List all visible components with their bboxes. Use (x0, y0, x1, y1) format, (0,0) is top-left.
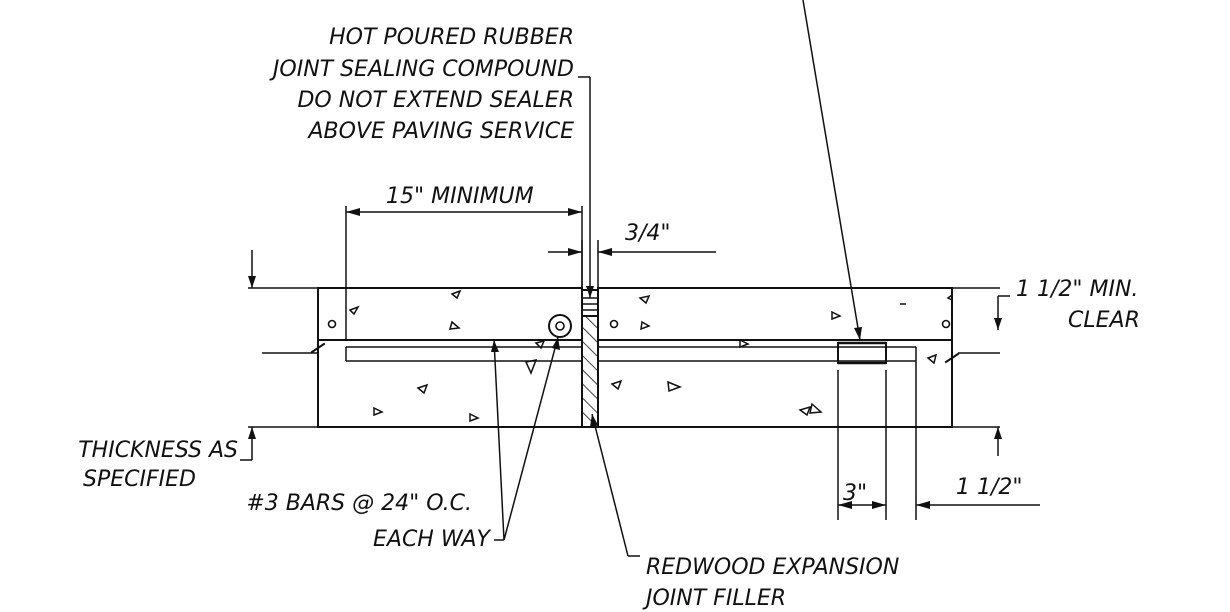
dim-15-minimum (345, 206, 583, 340)
label-min-clear: 1 1/2" MIN. CLEAR (1016, 277, 1140, 333)
dim-three-inch (837, 370, 887, 520)
leader-bars (491, 336, 560, 541)
aggregate-marks (348, 289, 953, 423)
label-sealing-compound: HOT POURED RUBBER JOINT SEALING COMPOUND… (269, 25, 574, 144)
label-line: JOINT SEALING COMPOUND (269, 57, 574, 82)
leader-redwood (590, 413, 640, 557)
label-one-half: 1 1/2" (956, 475, 1023, 500)
label-line: JOINT FILLER (642, 586, 786, 611)
label-line: ABOVE PAVING SERVICE (306, 119, 574, 144)
label-line: REDWOOD EXPANSION (646, 555, 899, 580)
label-line: SPECIFIED (83, 467, 196, 492)
leader-dowel-sleeve (802, 0, 862, 341)
dim-one-half (915, 370, 1040, 520)
label-line: DO NOT EXTEND SEALER (297, 88, 574, 113)
slab-outline (248, 287, 1000, 428)
label-line: THICKNESS AS (78, 438, 238, 463)
label-three-quarter: 3/4" (625, 221, 671, 246)
dim-min-clear (952, 287, 1010, 456)
label-bars: #3 BARS @ 24" O.C. EACH WAY (246, 491, 491, 552)
label-redwood: REDWOOD EXPANSION JOINT FILLER (642, 555, 899, 611)
label-line: #3 BARS @ 24" O.C. (246, 491, 472, 516)
label-line: 1 1/2" MIN. (1016, 277, 1138, 302)
dim-three-quarter (548, 240, 716, 288)
label-15-minimum: 15" MINIMUM (386, 184, 534, 209)
label-line: HOT POURED RUBBER (329, 25, 574, 50)
label-line: EACH WAY (373, 527, 492, 552)
label-three-inch: 3" (843, 481, 867, 506)
label-line: CLEAR (1068, 308, 1140, 333)
expansion-joint (581, 289, 599, 428)
label-thickness: THICKNESS AS SPECIFIED (78, 438, 238, 492)
rebar-mat (317, 314, 953, 370)
leader-sealing-compound (578, 76, 594, 298)
dim-thickness (240, 250, 256, 461)
